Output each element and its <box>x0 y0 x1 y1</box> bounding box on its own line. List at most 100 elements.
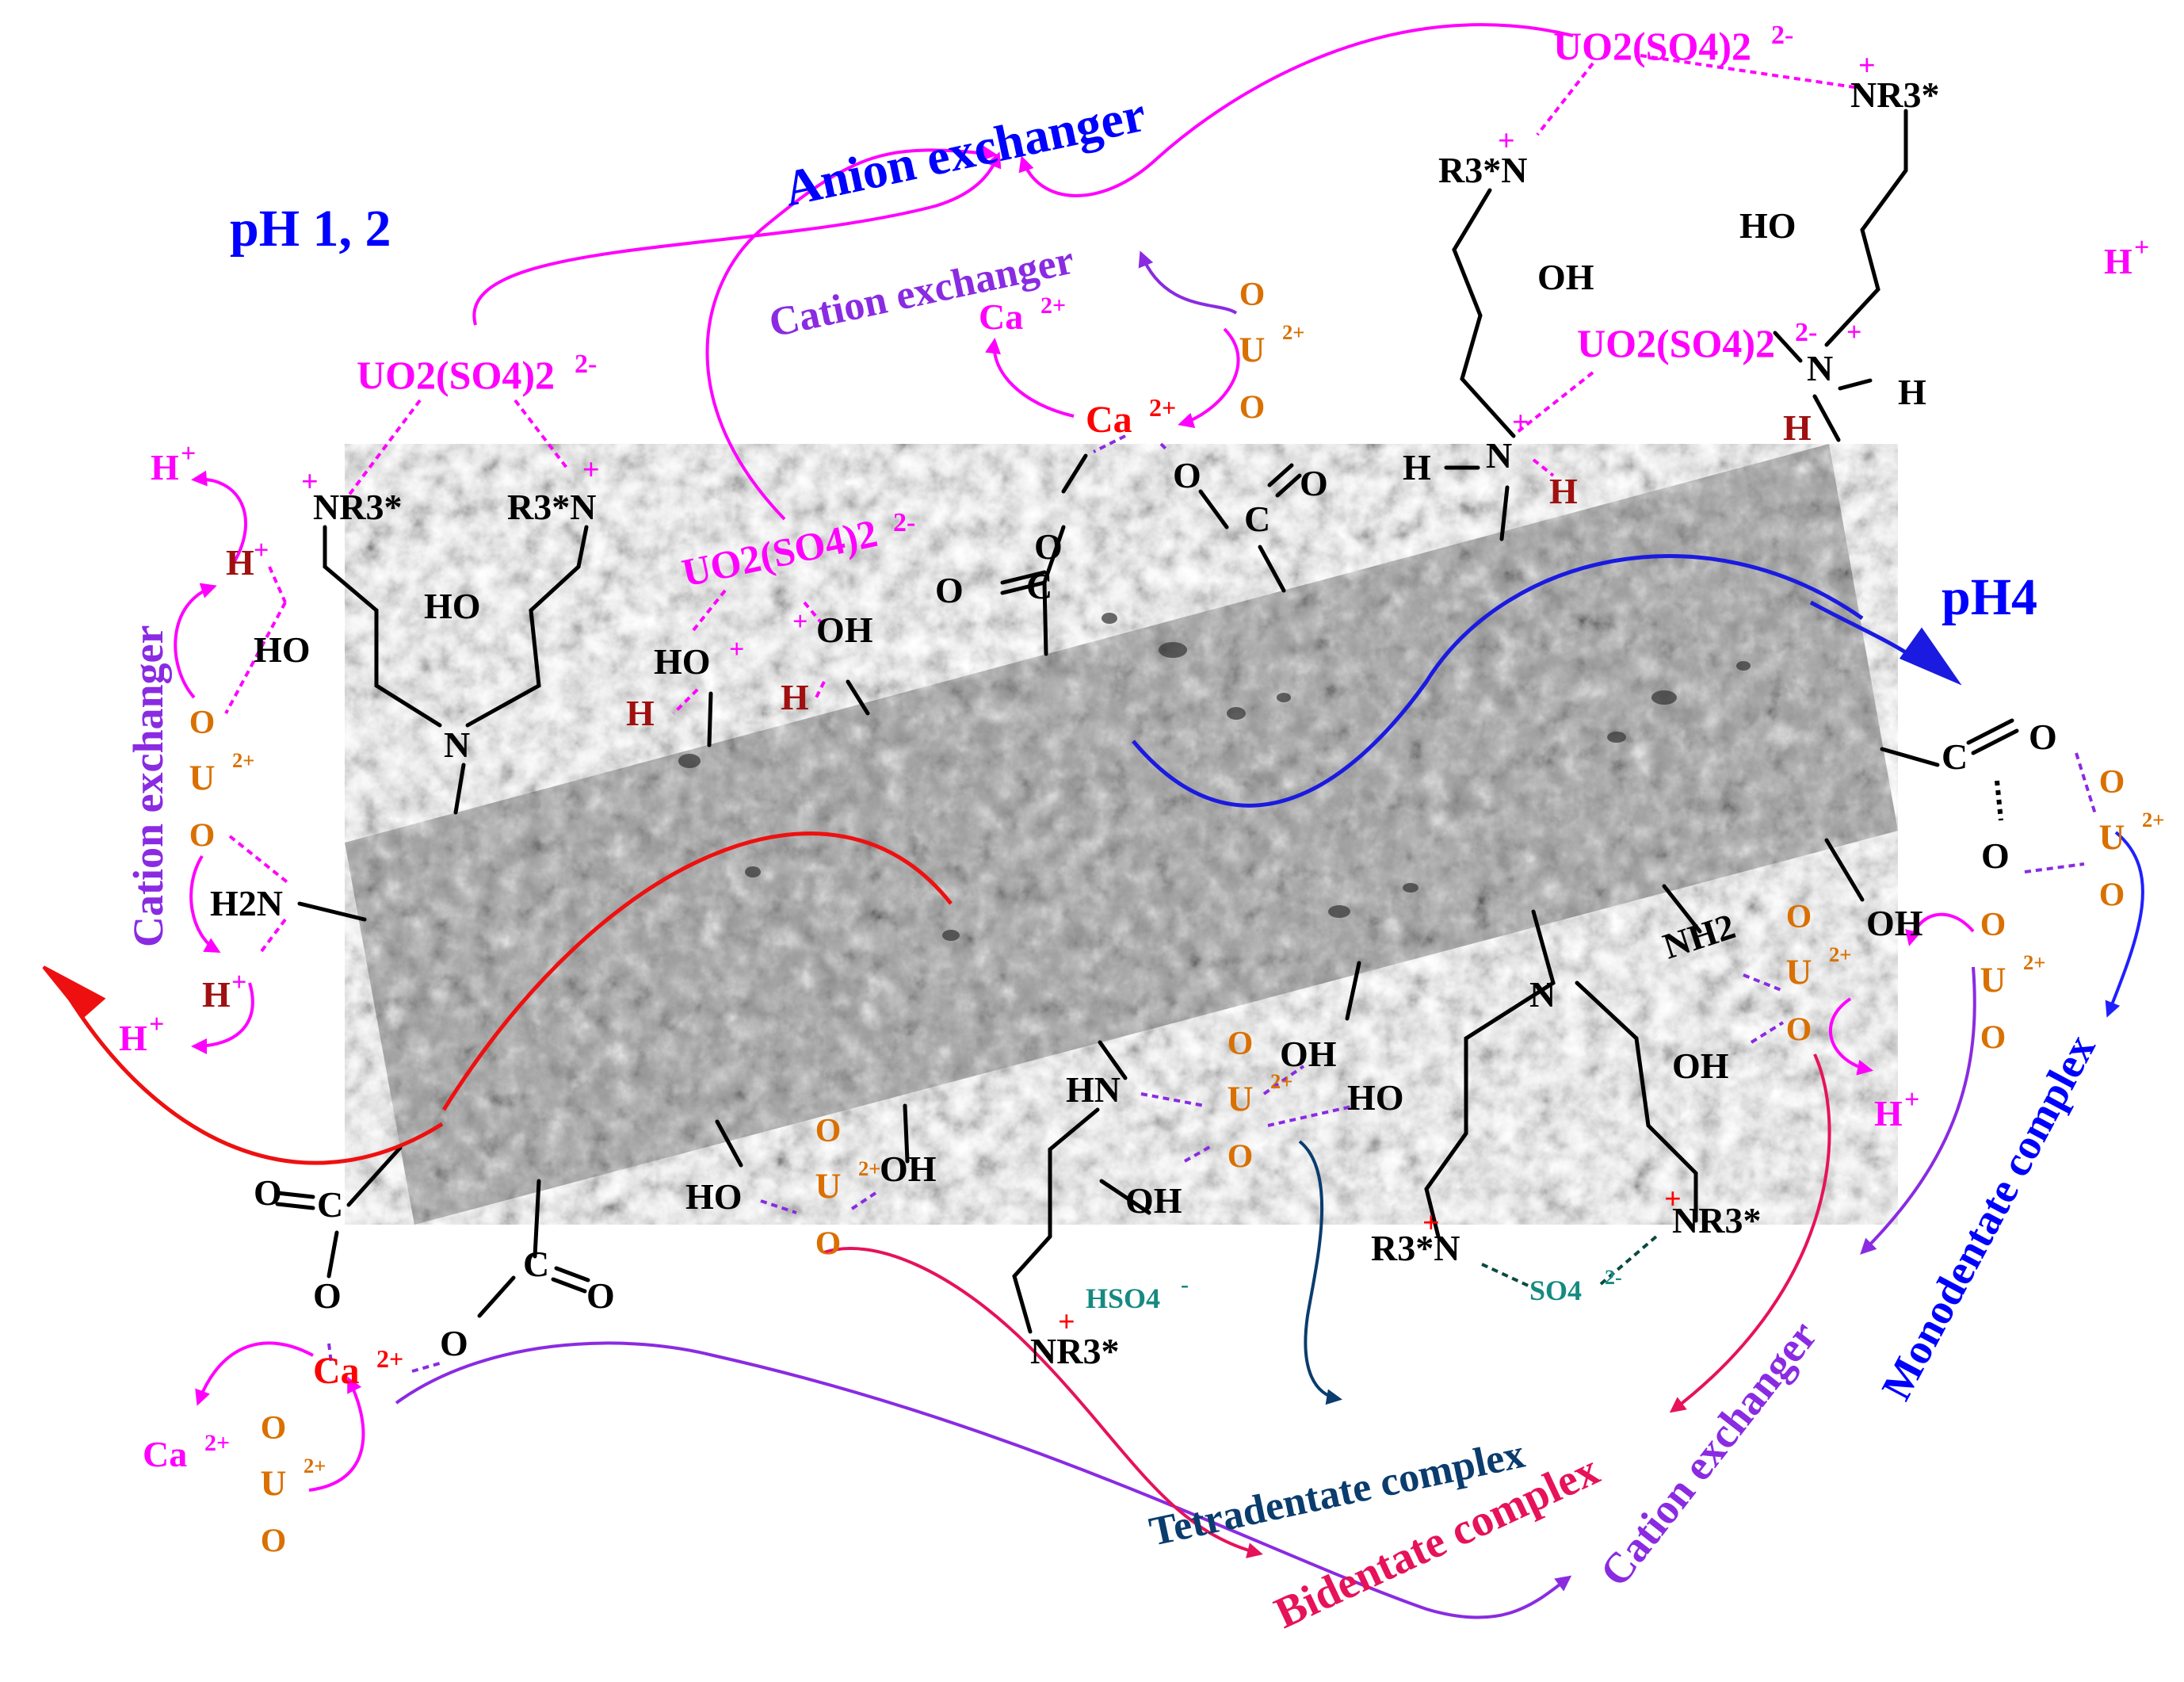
ammonium-plus: + <box>1058 1305 1075 1339</box>
uranyl-metal: U <box>815 1165 842 1206</box>
proton-released: H <box>2104 241 2132 281</box>
calcium-ion: Ca <box>1086 399 1132 441</box>
uranyl-metal: U <box>1980 959 2006 1000</box>
amine-N-right: N <box>1807 348 1833 388</box>
carboxyl-carbon: C <box>317 1184 343 1225</box>
carboxyl-oxygen: O <box>1173 455 1201 495</box>
uranyl-sulfate-charge: 2- <box>575 350 597 379</box>
uranyl-oxygen-top: O <box>815 1113 842 1149</box>
carboxyl-carbon: C <box>1026 566 1052 606</box>
uranyl-oxygen-top: O <box>1786 899 1812 935</box>
proton-bound: H <box>1549 471 1578 511</box>
hydroxyl-group: HO <box>685 1176 743 1217</box>
uranyl-oxygen-bottom: O <box>1239 390 1266 426</box>
surface-texture <box>345 444 1898 1225</box>
amine-HN: HN <box>1066 1069 1121 1110</box>
uranyl-oxygen-top: O <box>261 1410 287 1447</box>
calcium-released: Ca <box>143 1434 187 1474</box>
ammonium-plus: + <box>582 453 600 487</box>
surface-pores <box>678 613 1751 941</box>
uranyl-oxygen-top: O <box>1980 907 2006 943</box>
surface-red-wave <box>441 831 953 1111</box>
uranyl-sulfate-charge: 2- <box>1795 318 1817 347</box>
uranyl-metal: U <box>261 1462 287 1503</box>
carboxyl-oxygen: O <box>935 570 964 610</box>
hydroxyl-group: OH <box>880 1149 937 1189</box>
hydroxyl-group: OH <box>1125 1180 1182 1221</box>
hydroxyl-group: OH <box>1866 903 1923 943</box>
carboxyl-oxygen: O <box>1300 463 1328 503</box>
carboxyl-oxygen: O <box>440 1323 468 1363</box>
label-anion-exchanger: Anion exchanger <box>779 86 1151 217</box>
uranyl-charge: 2+ <box>1829 942 1851 966</box>
uranyl-charge: 2+ <box>2142 808 2164 831</box>
ammonium-bottom-2: NR3* <box>1672 1200 1761 1240</box>
amine-H2N: H2N <box>210 883 283 923</box>
ammonium-right-1: R3*N <box>507 487 596 527</box>
uranyl-sulfate-anion: UO2(SO4)2 <box>1577 321 1775 365</box>
uranyl-sulfate-anion: UO2(SO4)2 <box>1553 24 1751 68</box>
calcium-released-charge: 2+ <box>204 1430 230 1456</box>
uranyl-charge: 2+ <box>1270 1069 1292 1093</box>
proton-plus: + <box>1904 1085 1919 1114</box>
uranyl-metal: U <box>2099 816 2125 857</box>
ammonium-plus: + <box>1498 124 1515 158</box>
carboxyl-oxygen: O <box>2029 717 2057 757</box>
arrows <box>42 23 2144 1619</box>
proton-plus: + <box>254 536 269 565</box>
calcium-charge: 2+ <box>376 1344 403 1373</box>
label-cation-exchanger-bottom: Cation exchanger <box>1590 1312 1827 1595</box>
carboxyl-carbon: C <box>1244 499 1270 539</box>
amine-N-center: N <box>1486 435 1512 476</box>
sulfate-ion: SO4 <box>1529 1275 1582 1306</box>
proton-bound: H <box>202 974 231 1015</box>
amine-N: N <box>444 724 470 765</box>
uranyl-oxygen-top: O <box>2099 764 2125 801</box>
uranyl-oxygen-top: O <box>189 705 216 741</box>
carboxyl-oxygen: O <box>1981 835 2010 876</box>
hydroxyl-group: OH <box>1537 257 1594 297</box>
uranyl-oxygen-top: O <box>1239 277 1266 313</box>
uranyl-oxygen-bottom: O <box>815 1226 842 1263</box>
uranyl-charge: 2+ <box>1282 320 1304 344</box>
uranyl-charge: 2+ <box>2023 950 2045 974</box>
carboxyl-carbon: C <box>1942 736 1968 777</box>
amine-N-bottom: N <box>1529 974 1556 1015</box>
ammonium-top-right-1: R3*N <box>1438 150 1527 190</box>
hydroxyl-group: HO <box>1347 1077 1404 1118</box>
hydroxyl-group: HO <box>654 641 711 682</box>
uranyl-metal: U <box>1239 329 1266 369</box>
uranyl-oxygen-bottom: O <box>1980 1020 2006 1057</box>
calcium-charge: 2+ <box>1149 393 1176 422</box>
label-ph-high: pH4 <box>1942 568 2037 626</box>
ammonium-plus: + <box>1858 49 1876 82</box>
calcium-released-charge: 2+ <box>1040 292 1066 319</box>
amine-NH2: NH2 <box>1658 906 1739 967</box>
amine-plus: + <box>1846 318 1861 347</box>
proton-released: H <box>151 447 179 487</box>
hydroxyl-group: HO <box>1739 205 1796 246</box>
hydroxyl-plus: + <box>729 635 744 664</box>
carboxyl-oxygen: O <box>254 1172 282 1213</box>
uranyl-oxygen-top: O <box>1228 1026 1254 1062</box>
uranyl-metal: U <box>1786 951 1812 992</box>
label-ph-low: pH 1, 2 <box>230 200 391 258</box>
proton-plus: + <box>2134 233 2149 262</box>
proton-bound: H <box>1783 407 1812 448</box>
proton-bound: H <box>781 677 809 717</box>
uranyl-oxygen-bottom: O <box>1786 1012 1812 1049</box>
uranyl-oxygen-bottom: O <box>261 1523 287 1560</box>
uranyl-oxygen-bottom: O <box>2099 877 2125 914</box>
ammonium-plus: + <box>301 465 319 499</box>
adsorbent-surface <box>345 444 1898 1225</box>
proton-bound: H <box>226 542 254 583</box>
uranyl-metal: U <box>1228 1078 1254 1118</box>
proton-plus: + <box>149 1010 164 1039</box>
proton-plus: + <box>181 439 196 468</box>
hydroxyl-group: OH <box>1672 1046 1729 1086</box>
ammonium-bottom-3: NR3* <box>1030 1331 1119 1371</box>
amine-H-N: H <box>1403 447 1431 487</box>
label-monodentate: Monodentate complex <box>1873 1027 2105 1408</box>
carboxyl-oxygen: O <box>1034 526 1063 567</box>
